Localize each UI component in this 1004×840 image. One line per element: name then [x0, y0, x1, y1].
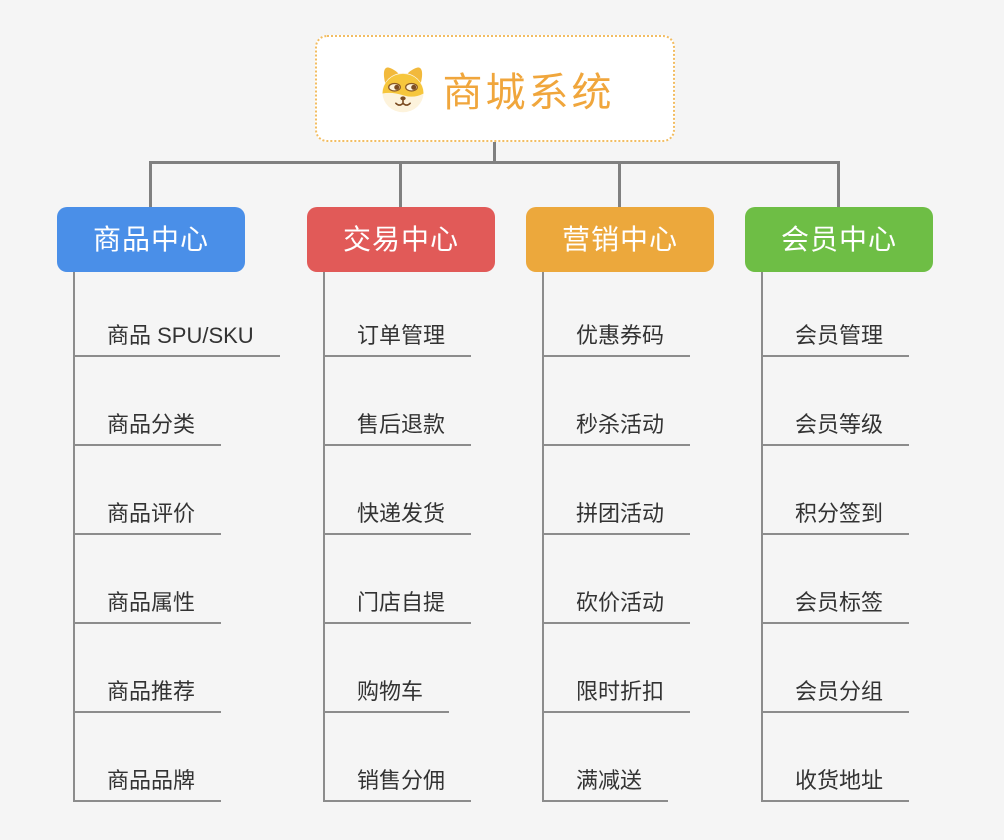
leaf-node[interactable]: 门店自提 [323, 578, 472, 624]
connector-drop-product [149, 161, 152, 207]
leaf-node[interactable]: 订单管理 [323, 311, 472, 357]
leaf-node[interactable]: 商品 SPU/SKU [73, 311, 280, 357]
leaf-node[interactable]: 拼团活动 [542, 489, 691, 535]
branch-child-line [73, 272, 75, 800]
leaf-node[interactable]: 砍价活动 [542, 578, 691, 624]
leaf-node[interactable]: 会员标签 [761, 578, 910, 624]
connector-drop-trade [399, 161, 402, 207]
branch-node-member-center[interactable]: 会员中心 [745, 207, 933, 272]
connector-root-stem [493, 142, 496, 164]
branch-node-trade-center[interactable]: 交易中心 [307, 207, 495, 272]
leaf-node[interactable]: 会员管理 [761, 311, 910, 357]
leaf-node[interactable]: 优惠券码 [542, 311, 691, 357]
branch-child-line [323, 272, 325, 800]
connector-drop-marketing [618, 161, 621, 207]
leaf-node[interactable]: 商品推荐 [73, 667, 222, 713]
branch-node-product-center[interactable]: 商品中心 [57, 207, 245, 272]
leaf-node[interactable]: 商品属性 [73, 578, 222, 624]
leaf-node[interactable]: 满减送 [542, 756, 669, 802]
leaf-node[interactable]: 商品品牌 [73, 756, 222, 802]
leaf-node[interactable]: 积分签到 [761, 489, 910, 535]
connector-horizontal-bus [150, 161, 840, 164]
leaf-node[interactable]: 会员等级 [761, 400, 910, 446]
leaf-node[interactable]: 秒杀活动 [542, 400, 691, 446]
doge-face-icon [381, 66, 424, 112]
root-node-title: 商城系统 [442, 70, 615, 115]
leaf-node[interactable]: 快递发货 [323, 489, 472, 535]
leaf-node[interactable]: 收货地址 [761, 756, 910, 802]
root-node-mall-system[interactable]: 商城系统 [315, 35, 675, 142]
branch-child-line [542, 272, 544, 800]
leaf-node[interactable]: 销售分佣 [323, 756, 472, 802]
leaf-node[interactable]: 购物车 [323, 667, 450, 713]
leaf-node[interactable]: 售后退款 [323, 400, 472, 446]
leaf-node[interactable]: 会员分组 [761, 667, 910, 713]
branch-child-line [761, 272, 763, 800]
branch-node-marketing-center[interactable]: 营销中心 [526, 207, 714, 272]
connector-drop-member [837, 161, 840, 207]
leaf-node[interactable]: 商品分类 [73, 400, 222, 446]
leaf-node[interactable]: 商品评价 [73, 489, 222, 535]
leaf-node[interactable]: 限时折扣 [542, 667, 691, 713]
